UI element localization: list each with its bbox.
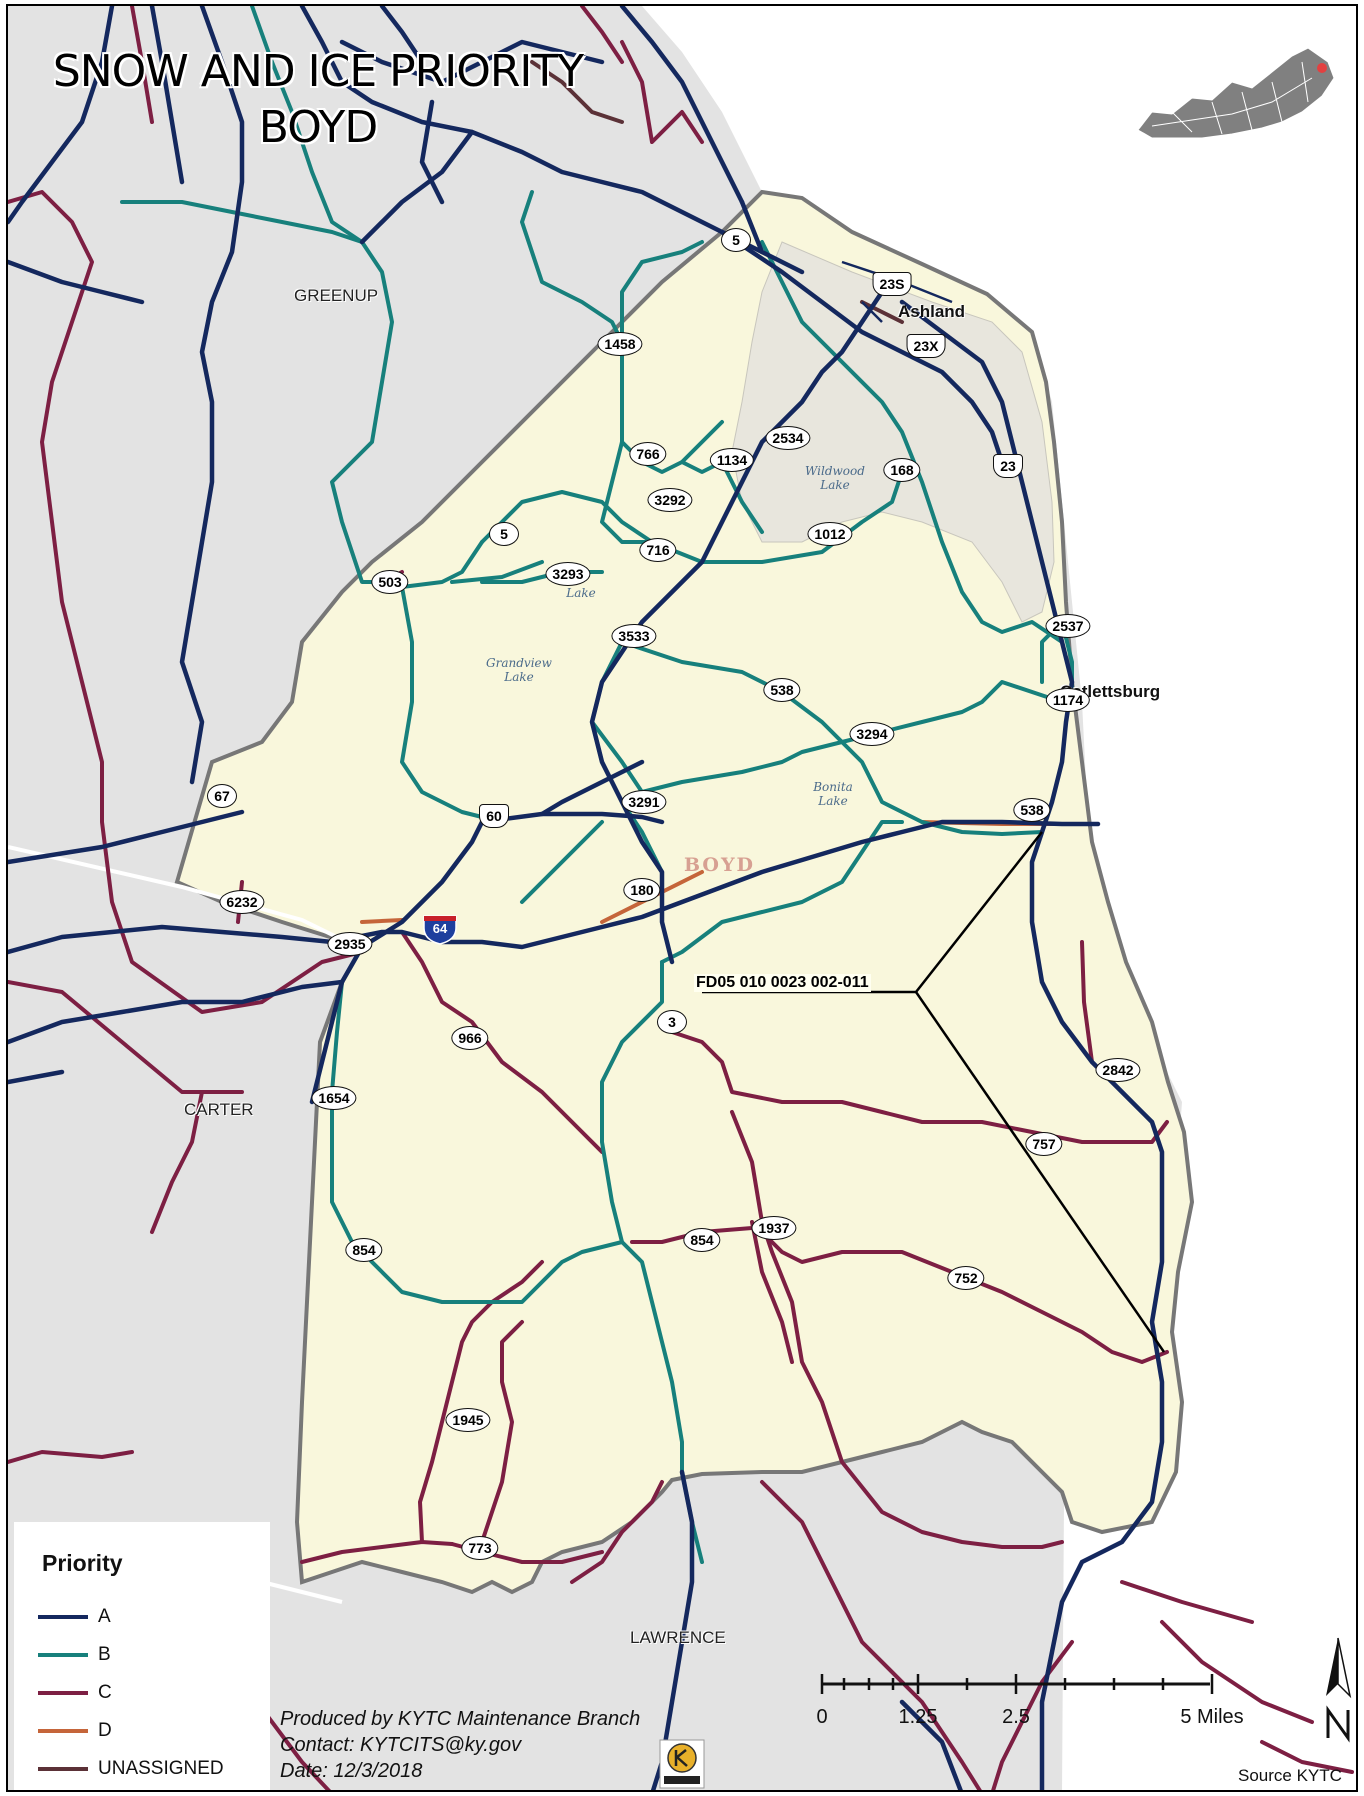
legend-swatch-a [38,1615,88,1619]
north-arrow-icon [1320,1634,1356,1744]
route-shield-752: 752 [947,1266,985,1290]
county-label-boyd: BOYD [684,854,756,876]
priority-c-roads [8,6,1354,1790]
route-shield-538-east: 538 [1013,798,1051,822]
interstate-64-shield: 64 [421,910,459,946]
route-shield-23: 23 [993,454,1023,478]
map-title-line2: BOYD [258,102,378,153]
route-shield-60: 60 [479,804,509,828]
feature-id-label: FD05 010 0023 002-011 [694,974,871,992]
route-shield-6232: 6232 [219,890,265,914]
route-shield-180: 180 [623,878,661,902]
scale-tick-1-25: 1.25 [898,1706,938,1728]
priority-b-roads [120,6,1074,1564]
legend-swatch-b [38,1653,88,1657]
route-shield-1012: 1012 [807,522,853,546]
credits-date: Date: 12/3/2018 [280,1760,423,1782]
route-shield-23x: 23X [906,334,946,358]
legend-swatch-unassigned [38,1767,88,1771]
route-shield-5-west: 5 [489,522,519,546]
legend-item-unassigned: UNASSIGNED [38,1754,224,1784]
route-shield-2935: 2935 [327,932,373,956]
route-shield-1937: 1937 [751,1216,797,1240]
route-shield-854-west: 854 [345,1238,383,1262]
scale-tick-0: 0 [816,1706,828,1728]
route-shield-3291: 3291 [621,790,667,814]
legend-label-unassigned: UNASSIGNED [98,1758,224,1779]
county-label-greenup: GREENUP [294,286,379,305]
legend-item-d: D [38,1716,112,1746]
route-shield-67: 67 [207,784,237,808]
route-shield-773: 773 [461,1536,499,1560]
lake-label-small: Lake [566,586,596,600]
state-boundary-south [261,1580,343,1604]
route-shield-3: 3 [657,1010,687,1034]
scale-tick-5-miles: 5 Miles [1180,1706,1244,1728]
route-shield-3294: 3294 [849,722,895,746]
route-shield-1654: 1654 [311,1086,357,1110]
map-canvas [8,6,1356,1790]
route-shield-168: 168 [883,458,921,482]
route-shield-1458: 1458 [597,332,643,356]
legend-label-c: C [98,1682,112,1703]
route-shield-2537: 2537 [1045,614,1091,638]
interstate-64-number: 64 [432,921,448,936]
scale-bar: 0 1.25 2.5 5 Miles [816,1670,1244,1740]
route-shield-538: 538 [763,678,801,702]
route-shield-757: 757 [1025,1132,1063,1156]
kytc-logo [658,1738,706,1790]
source-credit: Source KYTC [1238,1766,1342,1785]
legend-item-c: C [38,1678,112,1708]
legend-label-d: D [98,1720,112,1741]
town-label-ashland: Ashland [898,302,966,321]
legend-item-b: B [38,1640,111,1670]
legend-label-a: A [98,1606,111,1627]
lake-label-grandview: Grandview Lake [486,656,552,684]
county-label-carter: CARTER [184,1100,254,1119]
route-shield-3293: 3293 [545,562,591,586]
scale-bar-graphic [820,1674,1214,1694]
route-shield-716: 716 [639,538,677,562]
route-shield-854: 854 [683,1228,721,1252]
kentucky-inset-map [1137,47,1335,139]
credits: Produced by KYTC Maintenance Branch Cont… [280,1706,640,1784]
boyd-county-area [174,189,1195,1595]
legend-item-a: A [38,1602,111,1632]
route-shield-1174: 1174 [1045,688,1091,712]
credits-produced-by: Produced by KYTC Maintenance Branch [280,1708,641,1730]
legend: Priority A B C D UNASSIGNED [14,1522,270,1790]
map-title: SNOW AND ICE PRIORITY BOYD [28,44,608,156]
unassigned-roads [530,60,904,324]
leader-lines [702,831,1166,1353]
lake-label-bonita: Bonita Lake [813,780,853,808]
credits-contact: Contact: KYTCITS@ky.gov [280,1734,522,1756]
boyd-location-marker [1317,63,1327,73]
route-shield-2534: 2534 [765,426,811,450]
route-shield-23s: 23S [872,272,912,296]
route-shield-503: 503 [371,570,409,594]
lake-label-wildwood: Wildwood Lake [805,464,865,492]
route-shield-2842: 2842 [1095,1058,1141,1082]
route-shield-3292: 3292 [647,488,693,512]
map-frame: SNOW AND ICE PRIORITY BOYD GREENUP CARTE… [6,4,1358,1792]
east-land [642,6,1356,1790]
legend-title: Priority [42,1550,123,1576]
route-shield-766: 766 [629,442,667,466]
priority-a-roads [8,6,1165,1790]
legend-swatch-c [38,1691,88,1695]
route-shield-966: 966 [451,1026,489,1050]
legend-swatch-d [38,1729,88,1733]
scale-tick-2-5: 2.5 [1002,1706,1030,1728]
legend-label-b: B [98,1644,111,1665]
route-shield-1134: 1134 [709,448,755,472]
map-title-line1: SNOW AND ICE PRIORITY [52,46,584,97]
county-label-lawrence: LAWRENCE [630,1628,726,1647]
route-shield-5: 5 [721,228,751,252]
route-shield-3533: 3533 [611,624,657,648]
route-shield-1945: 1945 [445,1408,491,1432]
